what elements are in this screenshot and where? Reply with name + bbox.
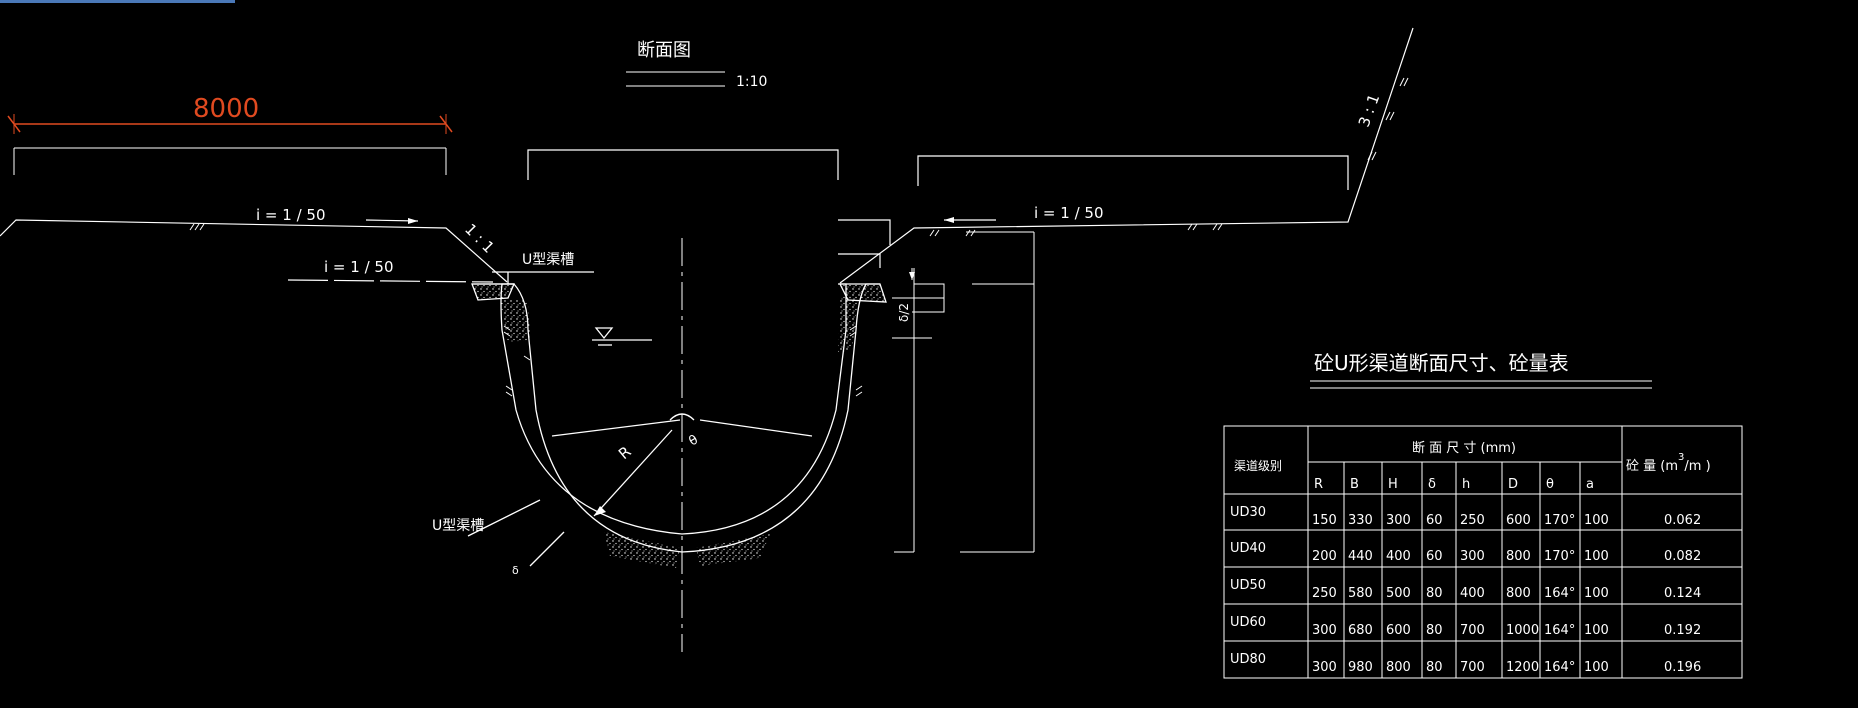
table-header-dims: 断 面 尺 寸 (mm) (1412, 441, 1516, 456)
row-cell: 170° (1544, 513, 1575, 528)
row-cell: 250 (1312, 586, 1337, 601)
row-cell: 580 (1348, 586, 1373, 601)
column-header-0: R (1314, 477, 1323, 492)
row-cell: 80 (1426, 660, 1443, 675)
table-row: UD50 250 580 500 80 400 800 164° 100 0.124 (1230, 578, 1701, 601)
table-header-volume: 砼 量 (m3/m ) (1626, 452, 1711, 474)
scale-label: 1:10 (736, 74, 767, 90)
row-cell: 400 (1386, 549, 1411, 564)
section-title-block: 断面图 1:10 (626, 40, 767, 90)
height-dimension (892, 231, 1035, 553)
label-u-channel-bottom: U型渠槽 (432, 518, 484, 534)
row-cell: 80 (1426, 623, 1443, 638)
column-header-7: a (1586, 477, 1594, 492)
row-cell: 164° (1544, 660, 1575, 675)
column-header-2: H (1388, 477, 1398, 492)
side-slope-left: 1 : 1 (461, 220, 498, 257)
column-header-3: δ (1428, 477, 1436, 492)
column-header-4: h (1462, 477, 1470, 492)
ground-profile (0, 27, 1414, 284)
label-radius: R (615, 443, 635, 463)
row-cell: 250 (1460, 513, 1485, 528)
span-dimension-value: 8000 (193, 94, 259, 124)
table-title: 砼U形渠道断面尺寸、砼量表 (1314, 351, 1569, 375)
dim-half-delta: δ/2 (897, 303, 911, 322)
row-cell: 1200 (1506, 660, 1539, 675)
table-row: UD40 200 440 400 60 300 800 170° 100 0.082 (1230, 541, 1701, 564)
row-grade: UD80 (1230, 652, 1266, 667)
row-cell: 100 (1584, 660, 1609, 675)
column-header-5: D (1508, 477, 1518, 492)
label-delta: δ (512, 564, 519, 577)
u-channel-section (467, 271, 887, 567)
row-grade: UD30 (1230, 505, 1266, 520)
row-cell: 60 (1426, 513, 1443, 528)
row-cell: 400 (1460, 586, 1485, 601)
row-volume: 0.062 (1664, 513, 1701, 528)
row-grade: UD60 (1230, 615, 1266, 630)
table-header-grade: 渠道级别 (1234, 459, 1282, 473)
row-cell: 500 (1386, 586, 1411, 601)
row-cell: 150 (1312, 513, 1337, 528)
slope-left-bottom: i = 1 / 50 (324, 258, 394, 276)
row-cell: 330 (1348, 513, 1373, 528)
column-header-6: θ (1546, 477, 1554, 492)
row-cell: 600 (1506, 513, 1531, 528)
row-cell: 800 (1386, 660, 1411, 675)
window-edge-strip (0, 0, 235, 3)
label-u-channel-top: U型渠槽 (522, 252, 574, 268)
label-theta: θ (687, 432, 701, 449)
row-cell: 300 (1312, 660, 1337, 675)
row-volume: 0.124 (1664, 586, 1701, 601)
row-cell: 300 (1312, 623, 1337, 638)
section-title: 断面图 (637, 40, 691, 61)
row-grade: UD50 (1230, 578, 1266, 593)
row-cell: 80 (1426, 586, 1443, 601)
section-table: 砼U形渠道断面尺寸、砼量表 渠道级别 断 面 尺 寸 (mm) 砼 量 (m3/… (1223, 351, 1743, 679)
table-row: UD60 300 680 600 80 700 1000 164° 100 0.192 (1230, 615, 1701, 638)
row-cell: 170° (1544, 549, 1575, 564)
span-dimension: 8000 (7, 94, 453, 175)
row-grade: UD40 (1230, 541, 1266, 556)
row-cell: 1000 (1506, 623, 1539, 638)
row-cell: 800 (1506, 549, 1531, 564)
row-cell: 100 (1584, 549, 1609, 564)
row-cell: 300 (1386, 513, 1411, 528)
row-cell: 440 (1348, 549, 1373, 564)
column-header-1: B (1350, 477, 1359, 492)
row-volume: 0.192 (1664, 623, 1701, 638)
row-cell: 700 (1460, 660, 1485, 675)
slope-right-top: i = 1 / 50 (1034, 204, 1104, 222)
side-slope-right: 3 : 1 (1355, 92, 1383, 130)
row-cell: 100 (1584, 586, 1609, 601)
row-cell: 164° (1544, 586, 1575, 601)
table-row: UD80 300 980 800 80 700 1200 164° 100 0.196 (1230, 652, 1701, 675)
row-cell: 680 (1348, 623, 1373, 638)
concrete-hatch (472, 284, 886, 568)
row-cell: 100 (1584, 513, 1609, 528)
row-cell: 300 (1460, 549, 1485, 564)
row-cell: 164° (1544, 623, 1575, 638)
row-cell: 600 (1386, 623, 1411, 638)
row-cell: 200 (1312, 549, 1337, 564)
row-cell: 980 (1348, 660, 1373, 675)
row-cell: 100 (1584, 623, 1609, 638)
table-row: UD30 150 330 300 60 250 600 170° 100 0.062 (1230, 505, 1701, 528)
row-volume: 0.196 (1664, 660, 1701, 675)
ground-hatch-marks (189, 77, 1409, 397)
row-cell: 800 (1506, 586, 1531, 601)
slope-left-top: i = 1 / 50 (256, 206, 326, 224)
row-volume: 0.082 (1664, 549, 1701, 564)
row-cell: 700 (1460, 623, 1485, 638)
row-cell: 60 (1426, 549, 1443, 564)
